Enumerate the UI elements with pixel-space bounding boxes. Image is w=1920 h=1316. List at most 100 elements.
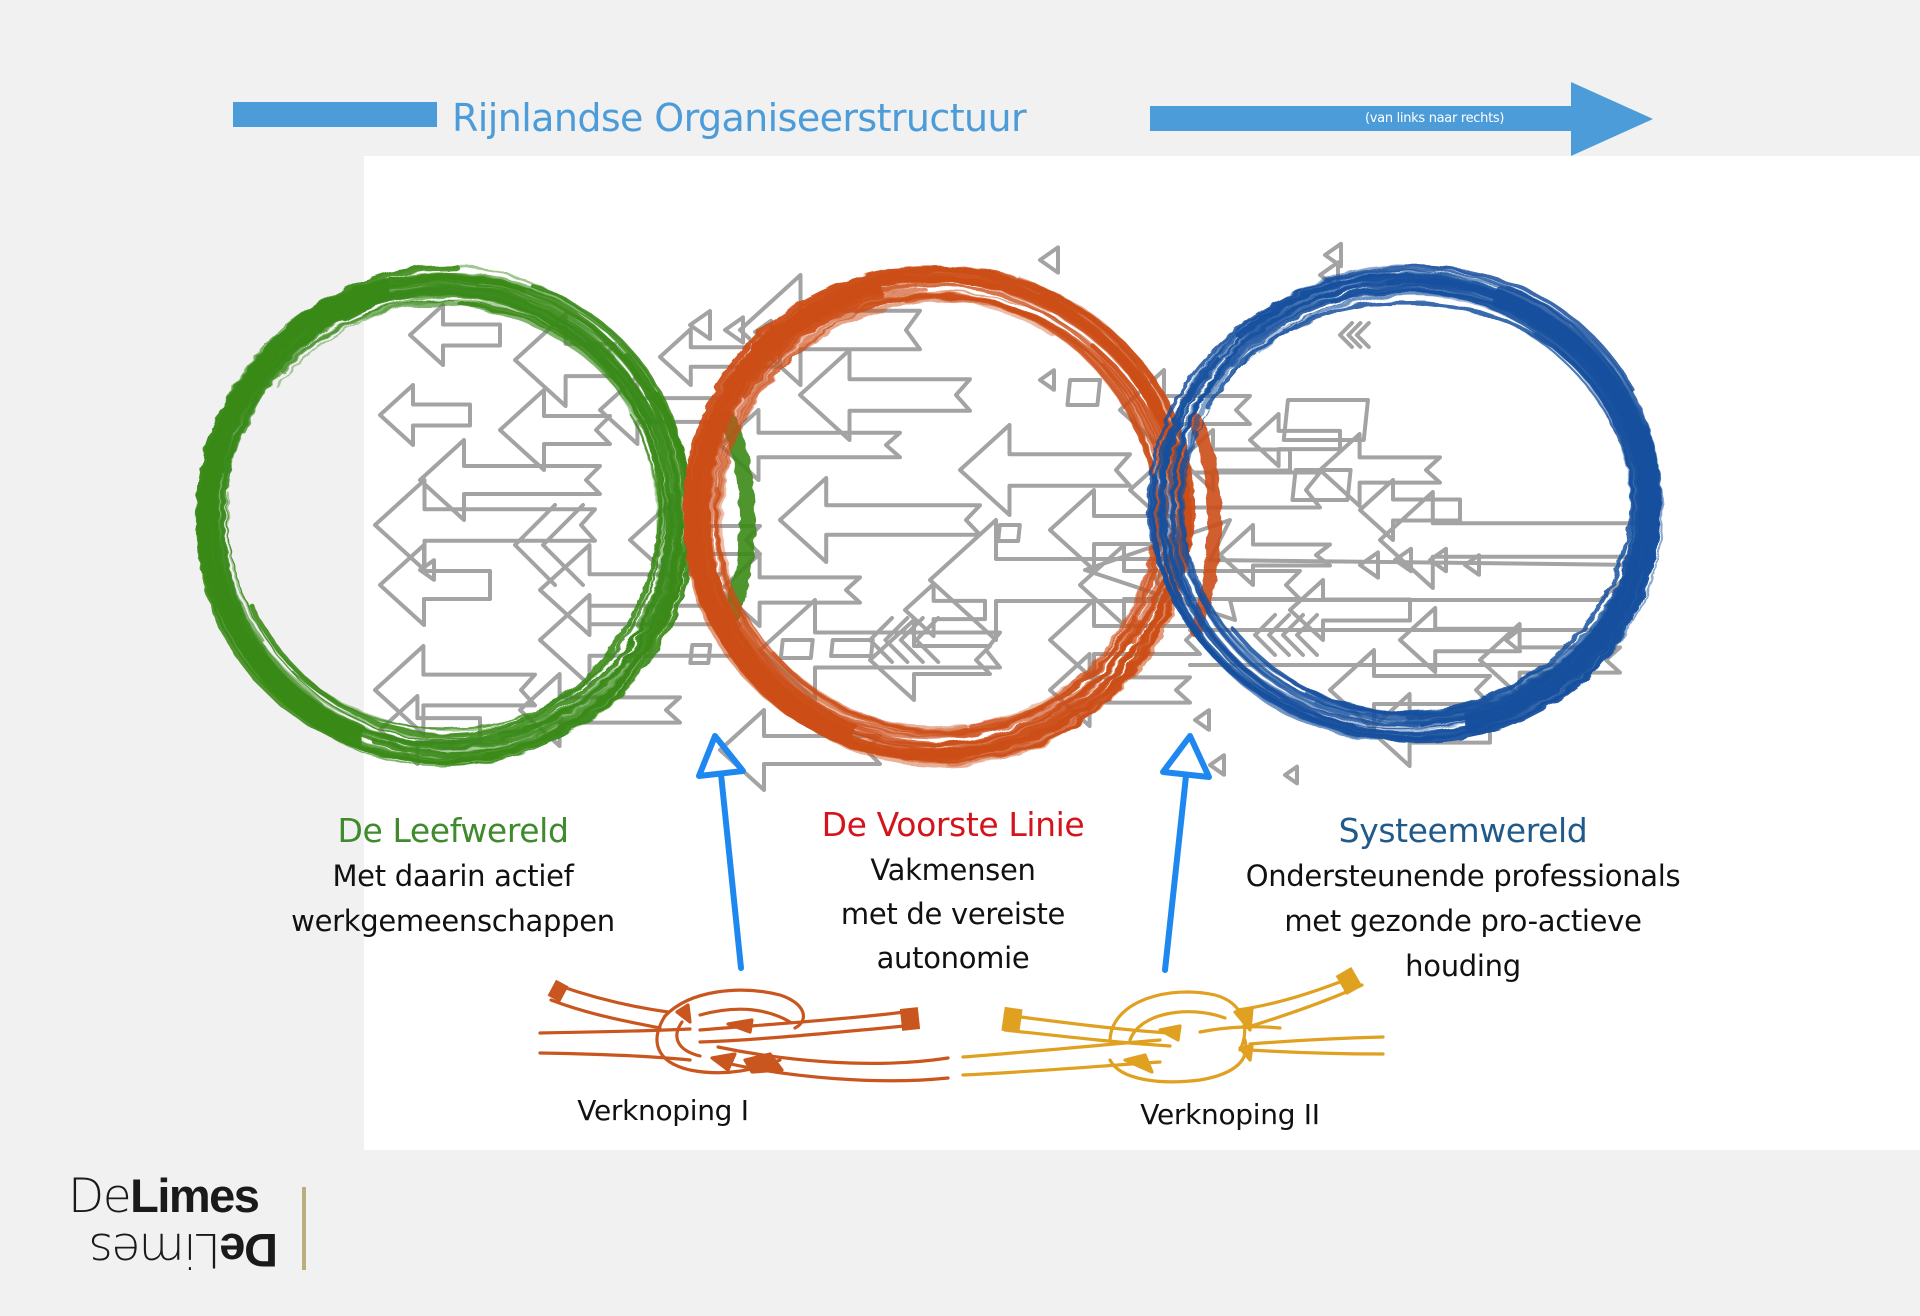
sketch-arrow-icon: [1048, 652, 1192, 728]
sketch-arrow-icon: [518, 672, 682, 748]
sketch-triangle-icon: [688, 309, 712, 341]
voorste-linie-description-line: Vakmensen: [870, 853, 1036, 887]
sketch-arrow-icon: [1378, 490, 1652, 590]
leefwereld-column: De Leefwereld Met daarin actief werkgeme…: [253, 808, 653, 944]
sketch-chevron-icon: [914, 616, 941, 664]
systeemwereld-description-line: Ondersteunende professionals: [1245, 859, 1681, 893]
logo-divider: [302, 1187, 306, 1270]
brush-stroke: [195, 278, 391, 747]
reef-knot-icon: [961, 966, 1385, 1084]
leefwereld-circle: [195, 265, 756, 767]
brush-stroke: [342, 290, 669, 646]
systeemwereld-description-line: houding: [1405, 949, 1521, 983]
voorste-linie-description-line: autonomie: [876, 941, 1030, 975]
voorste-linie-column: De Voorste Linie Vakmensen met de vereis…: [753, 802, 1153, 980]
sketch-block-icon: [688, 643, 713, 665]
sketch-chevron-icon: [1338, 321, 1354, 349]
sketch-arrow-icon: [378, 383, 472, 447]
brush-stroke: [1178, 354, 1379, 720]
voorste-linie-heading: De Voorste Linie: [821, 805, 1085, 844]
sketch-arrow-icon: [738, 273, 922, 387]
leefwereld-description-line: werkgemeenschappen: [291, 904, 615, 938]
logo-de: De: [68, 1169, 132, 1224]
delimes-logo: DeLimes DeLimes: [68, 1170, 318, 1280]
systeemwereld-heading: Systeemwereld: [1338, 811, 1588, 850]
sketch-arrow-icon: [1218, 523, 1332, 587]
direction-arrow-shaft: [1150, 106, 1574, 131]
sketch-arrow-icon: [1288, 578, 1412, 642]
leefwereld-heading: De Leefwereld: [337, 811, 569, 850]
verknoping-1-label: Verknoping I: [577, 1094, 749, 1127]
logo-de-mirrored: De: [220, 1224, 278, 1277]
brush-stroke: [684, 276, 883, 745]
sketch-block-icon: [829, 638, 875, 658]
systeemwereld-description-line: met gezonde pro-actieve: [1284, 904, 1642, 938]
sketch-chevron-icon: [1267, 613, 1291, 657]
brush-stroke: [1464, 285, 1659, 734]
sketch-arrow-icon: [903, 582, 987, 638]
sketched-arrows-background: [373, 241, 1652, 792]
sketch-triangle-icon: [1283, 764, 1299, 786]
title-bar-left: [233, 102, 437, 127]
direction-note: (van links naar rechts): [1365, 111, 1505, 126]
sketch-chevron-icon: [898, 616, 925, 664]
sketch-triangle-icon: [1323, 241, 1343, 269]
up-arrow-icon: [1160, 733, 1212, 973]
sketch-arrow-icon: [798, 348, 972, 442]
brush-stroke: [703, 283, 1052, 524]
sketch-arrow-icon: [418, 438, 602, 522]
logo-wordmark-mirrored: DeLimes: [90, 1222, 278, 1277]
brush-stroke: [1149, 423, 1662, 743]
brush-stroke: [1159, 269, 1532, 599]
logo-wordmark: DeLimes: [68, 1169, 260, 1224]
sketch-triangle-icon: [1038, 245, 1060, 275]
direction-arrow-head: [1571, 82, 1653, 156]
brush-stroke: [209, 292, 392, 733]
sketch-chevron-icon: [1295, 613, 1319, 657]
sketch-triangle-icon: [418, 558, 436, 582]
verknoping-2-label: Verknoping II: [1140, 1098, 1320, 1131]
sketch-arrow-icon: [1078, 543, 1302, 627]
sketch-block-icon: [1290, 468, 1353, 502]
direction-arrow-icon: (van links naar rechts): [1150, 82, 1654, 156]
systeemwereld-circle: [1146, 264, 1664, 743]
sketch-chevron-icon: [1281, 613, 1305, 657]
sketch-triangle-icon: [1193, 708, 1211, 732]
sketch-arrow-icon: [378, 543, 492, 627]
sketch-chevron-icon: [1354, 321, 1371, 349]
brush-stroke: [1146, 264, 1635, 542]
sketch-block-icon: [778, 638, 815, 660]
sketch-arrow-icon: [373, 644, 537, 736]
brush-stroke: [248, 302, 663, 739]
sketch-triangle-icon: [1428, 546, 1448, 574]
voorste-linie-description-line: met de vereiste: [840, 897, 1066, 931]
sketch-block-icon: [1065, 378, 1103, 407]
sketch-triangle-icon: [1393, 546, 1413, 574]
brush-stroke: [241, 593, 589, 736]
sketch-arrow-icon: [1358, 478, 1462, 542]
reef-knot-icon: [538, 979, 950, 1083]
diagram-title: Rijnlandse Organiseerstructuur: [452, 96, 1027, 140]
systeemwereld-column: Systeemwereld Ondersteunende professiona…: [1193, 808, 1733, 989]
sketch-arrow-icon: [958, 423, 1132, 517]
sketch-triangle-icon: [1038, 368, 1056, 392]
sketch-triangle-icon: [1208, 753, 1226, 777]
brush-stroke: [1179, 292, 1637, 613]
sketch-arrow-icon: [718, 552, 862, 628]
logo-limes: Limes: [130, 1169, 260, 1222]
brush-stroke: [227, 286, 651, 462]
voorste-linie-circle: [683, 265, 1222, 768]
up-arrow-icon: [696, 733, 746, 971]
sketch-arrow-icon: [498, 388, 612, 472]
brush-stroke: [211, 284, 528, 629]
sketch-chevron-icon: [1253, 613, 1277, 657]
sketch-arrow-icon: [718, 408, 902, 482]
sketch-arrow-icon: [778, 476, 982, 564]
brush-stroke: [226, 299, 659, 732]
sketch-chevron-icon: [513, 503, 557, 587]
sketch-block-icon: [996, 523, 1022, 543]
leefwereld-description-line: Met daarin actief: [332, 859, 574, 893]
sketch-chevron-icon: [541, 503, 585, 587]
sketch-arrow-icon: [408, 303, 502, 367]
